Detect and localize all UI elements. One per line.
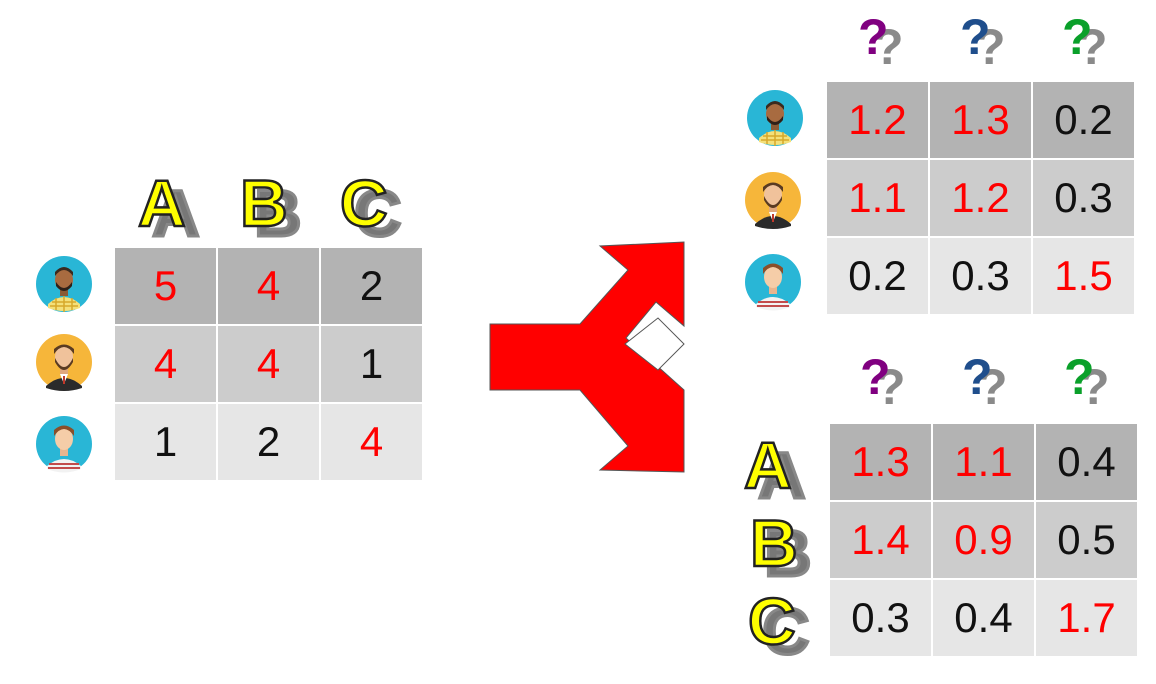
latent-factor-3-question-mark: ?? [1064, 349, 1110, 415]
ratings-matrix-cell: 5 [115, 248, 216, 324]
user-factors-cell: 1.1 [827, 160, 928, 236]
man-striped-shirt-avatar-icon [743, 252, 803, 312]
ratings-matrix-cell: 1 [321, 326, 422, 402]
latent-factor-2-question-mark: ?? [960, 9, 1006, 75]
item-factors-cell: 0.4 [1036, 424, 1137, 500]
item-factors-cell: 1.4 [830, 502, 931, 578]
ratings-matrix-cell: 1 [115, 404, 216, 480]
ratings-matrix-cell: 4 [115, 326, 216, 402]
user-factors-cell: 1.2 [827, 82, 928, 158]
ratings-matrix-cell: 4 [321, 404, 422, 480]
item-factors-cell: 1.1 [933, 424, 1034, 500]
ratings-matrix-cell: 4 [218, 248, 319, 324]
ratings-matrix-cell: 2 [218, 404, 319, 480]
split-arrow-icon [488, 240, 688, 479]
latent-factor-3-question-mark: ?? [1062, 9, 1108, 75]
user-factors-cell: 0.3 [930, 238, 1031, 314]
ratings-matrix-cell: 4 [218, 326, 319, 402]
latent-factor-1-question-mark: ?? [860, 349, 906, 415]
item-factors-cell: 0.5 [1036, 502, 1137, 578]
man-checkered-shirt-avatar-icon [745, 88, 805, 148]
man-striped-shirt-avatar-icon [34, 414, 94, 474]
item-factors-cell: 1.7 [1036, 580, 1137, 656]
user-factors-cell: 0.3 [1033, 160, 1134, 236]
item-factors-cell: 1.3 [830, 424, 931, 500]
user-factors-cell: 1.3 [930, 82, 1031, 158]
user-factors-cell: 0.2 [1033, 82, 1134, 158]
bearded-man-suit-avatar-icon [34, 332, 94, 392]
user-factors-cell: 1.2 [930, 160, 1031, 236]
item-factors-cell: 0.4 [933, 580, 1034, 656]
latent-factor-2-question-mark: ?? [962, 349, 1008, 415]
user-factors-cell: 1.5 [1033, 238, 1134, 314]
man-checkered-shirt-avatar-icon [34, 254, 94, 314]
user-factors-cell: 0.2 [827, 238, 928, 314]
item-factors-cell: 0.9 [933, 502, 1034, 578]
latent-factor-1-question-mark: ?? [858, 9, 904, 75]
bearded-man-suit-avatar-icon [743, 170, 803, 230]
ratings-matrix-cell: 2 [321, 248, 422, 324]
item-factors-cell: 0.3 [830, 580, 931, 656]
